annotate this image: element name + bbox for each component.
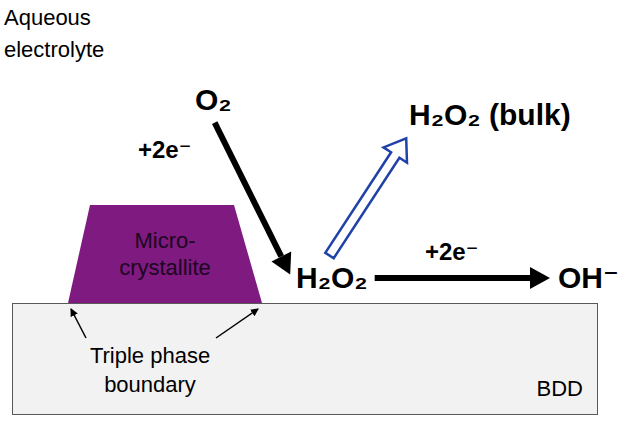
electrode-label: BDD: [537, 376, 583, 402]
species-formula: H₂O₂ (bulk): [405, 95, 575, 135]
species-formula: OH⁻: [554, 258, 623, 298]
annotation-text: Aqueous electrolyte: [4, 2, 134, 66]
annotation-text: Triple phase boundary: [50, 342, 250, 399]
arrow-outline: [325, 138, 407, 258]
trapezoid-outline: [68, 205, 262, 303]
hollow-arrow: [325, 138, 407, 258]
leader-line: [216, 309, 258, 338]
bdd-fill: [12, 303, 598, 415]
edge-label: +2e⁻: [425, 238, 478, 266]
species-formula: O₂: [191, 80, 236, 120]
arrow-head: [272, 252, 292, 275]
species-node: O₂: [191, 80, 236, 120]
trapezoid: [68, 205, 262, 303]
arrow-head: [530, 267, 550, 289]
microcrystallite-shape: Micro-crystallite: [68, 205, 262, 303]
reaction-arrow: [375, 267, 550, 289]
species-node: H₂O₂: [292, 258, 372, 298]
species-node: OH⁻: [554, 258, 623, 298]
species-formula: H₂O₂: [292, 258, 372, 298]
arrow-shaft: [375, 275, 530, 281]
edge-label: +2e⁻: [138, 136, 191, 164]
leader-line: [71, 309, 86, 338]
species-node: H₂O₂ (bulk): [405, 95, 575, 135]
shape-label: Micro-crystallite: [105, 227, 225, 282]
